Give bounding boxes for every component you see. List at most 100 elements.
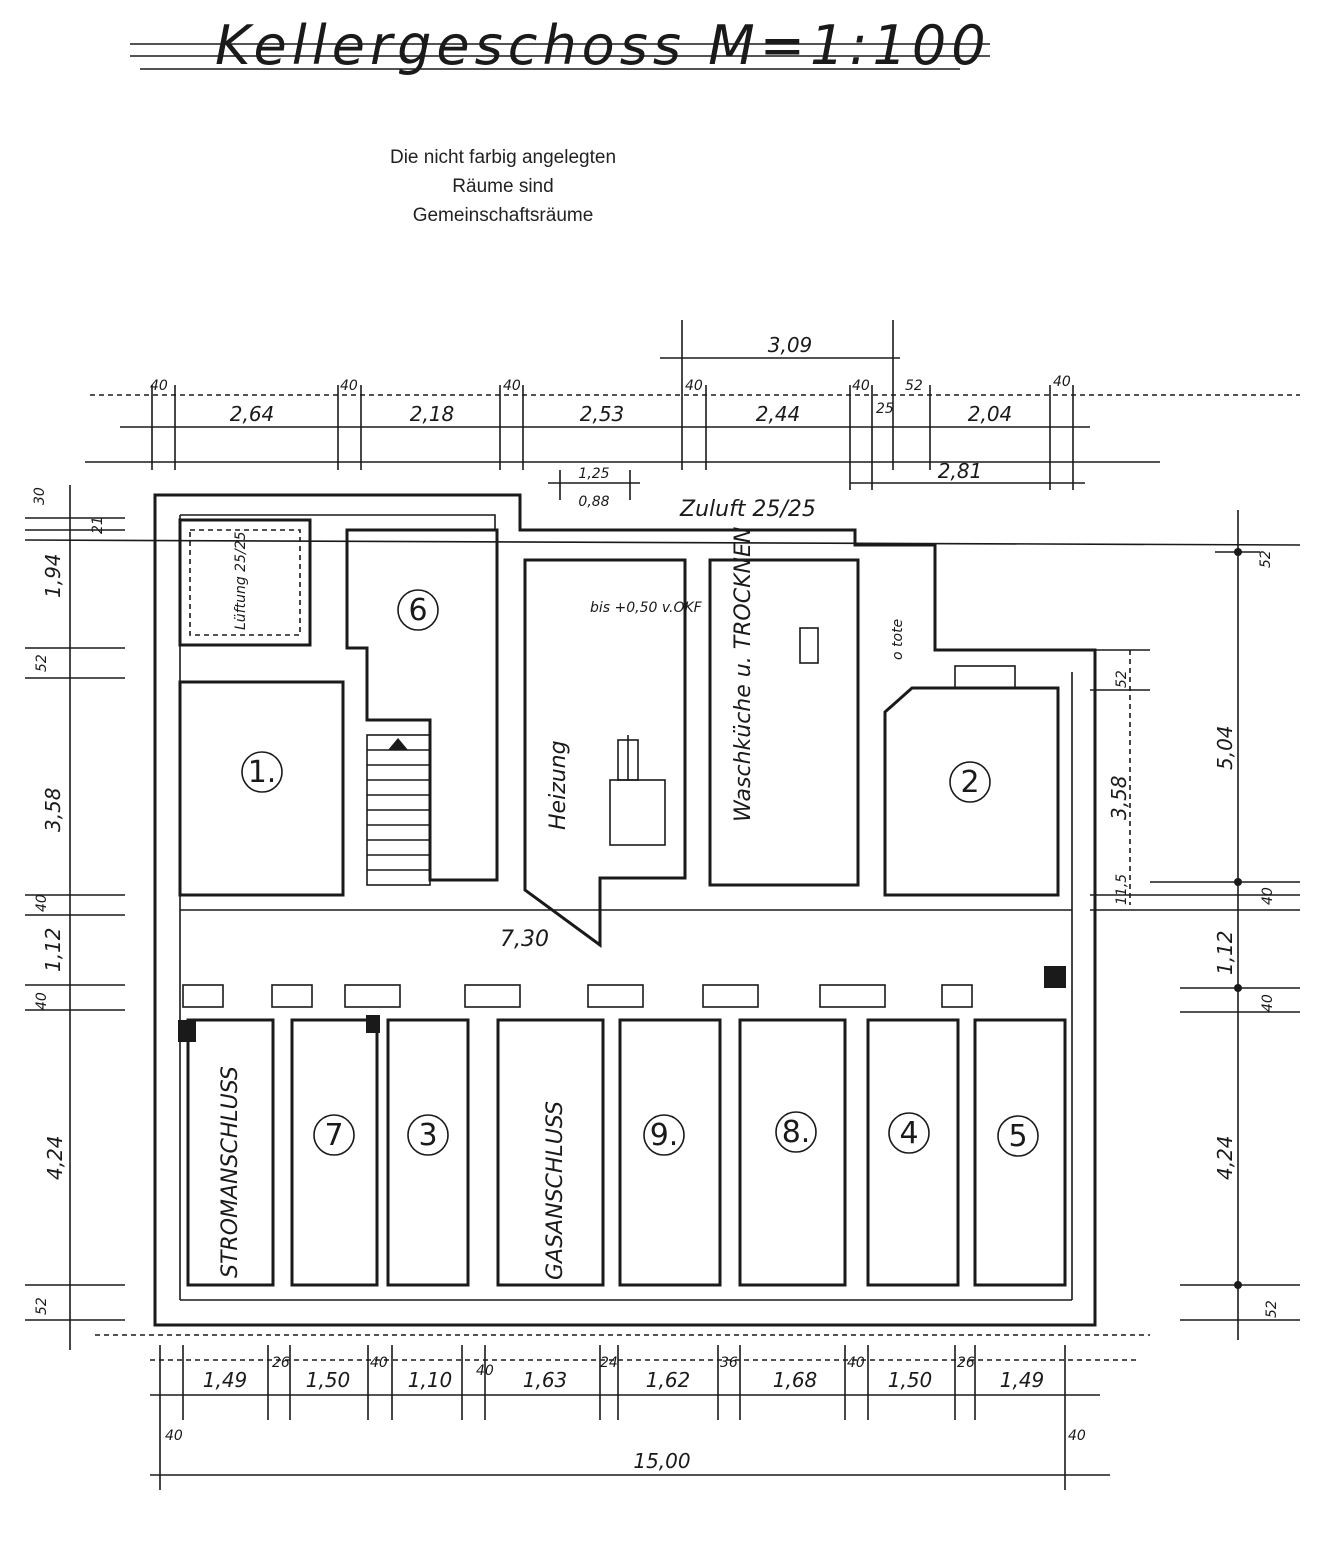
room-5-marker [997,1115,1039,1157]
dim-left-h: 40 [34,992,50,1010]
dim-top-wall-8: 25 [876,401,894,417]
staircase [366,734,431,886]
room-7-marker [313,1114,355,1156]
outer-walls [95,493,1150,1336]
room-1: 1. [178,680,345,897]
dim-right-f: 40 [1260,887,1276,905]
power-connection-label: STROMANSCHLUSS [218,1066,243,1278]
dim-bottom-wall-4: 24 [600,1355,618,1371]
left-dimension-chain: 30 21 1,94 52 3,58 40 1,12 40 4,24 52 [24,485,1301,1350]
dim-top-9: 0,88 [578,494,609,510]
dim-left-a: 30 [32,487,48,505]
room-3: 3 [366,1015,470,1287]
note-line-1: Die nicht farbig angelegten [390,147,616,168]
room-2-marker [949,761,991,803]
dim-top-1: 2,64 [230,402,275,426]
dim-top-4: 2,44 [756,402,801,426]
dim-left-e: 3,58 [41,787,65,832]
room-1-marker [241,751,283,793]
dim-top-8: 1,25 [578,466,609,482]
room-4-marker [888,1112,930,1154]
gasanschluss-cell: GASANSCHLUSS [496,1018,605,1287]
room-4: 4 [866,1018,960,1287]
room-3-number: 3 [418,1118,437,1153]
room-2: 2 [883,665,1060,897]
dim-bottom-wall-7: 26 [957,1355,975,1371]
dim-bottom-6: 1,68 [773,1368,818,1392]
dim-top-6: 3,09 [768,333,813,357]
dim-bottom-5: 1,62 [646,1368,691,1392]
dim-bottom-wall-8: 40 [165,1428,183,1444]
dim-bottom-wall-2: 40 [370,1355,388,1371]
room-7-number: 7 [324,1118,343,1153]
plan-title: Kellergeschoss M=1:100 [215,14,991,77]
room-9-marker [643,1114,685,1156]
dim-right-g: 1,12 [1213,930,1237,975]
room-8: 8. [738,1018,847,1287]
dim-right-b: 5,04 [1213,725,1237,770]
dim-top-wall-4: 40 [685,378,703,394]
room-1-number: 1. [248,755,277,790]
room-6: 6 [345,528,499,882]
dim-top-2: 2,18 [410,402,455,426]
dim-bottom-wall-5: 36 [720,1355,738,1371]
dim-bottom-1: 1,49 [203,1368,248,1392]
laundry-room: Waschküche u. TROCKNEN o tote [708,527,906,887]
dim-left-g: 1,12 [41,927,65,972]
room-5: 5 [973,966,1067,1287]
bottom-dimension-chain: 1,49 1,50 1,10 1,63 1,62 1,68 1,50 1,49 … [150,1345,1140,1490]
room-9: 9. [618,1018,722,1287]
dim-bottom-wall-9: 40 [1068,1428,1086,1444]
dim-top-wall-5: 40 [852,378,870,394]
note-line-3: Gemeinschaftsräume [413,205,594,226]
dim-right-h: 40 [1260,994,1276,1012]
dim-bottom-wall-6: 40 [847,1355,865,1371]
room-6-number: 6 [408,593,427,628]
dim-bottom-7: 1,50 [888,1368,933,1392]
right-dimension-chain: 52 5,04 52 3,58 11,5 40 1,12 40 4,24 52 [1090,510,1300,1340]
room-5-number: 5 [1008,1119,1027,1154]
dim-left-d: 52 [34,654,50,672]
dim-right-a: 52 [1258,550,1274,568]
dim-top-3: 2,53 [580,402,625,426]
ventilation-label: Lüftung 25/25 [233,531,249,630]
door-label: 7,30 [500,927,549,952]
dim-bottom-3: 1,10 [408,1368,453,1392]
dim-top-5: 2,04 [968,402,1013,426]
dim-left-f: 40 [34,894,50,912]
gas-connection-label: GASANSCHLUSS [543,1101,568,1280]
heating-room: Heizung bis +0,50 v.OKF [523,558,703,948]
room-8-marker [775,1111,817,1153]
dim-right-d: 3,58 [1107,775,1131,820]
dim-top-wall-2: 40 [340,378,358,394]
room-2-number: 2 [960,765,979,800]
dim-right-c: 52 [1114,670,1130,688]
room-3-marker [407,1114,449,1156]
laundry-label: Waschküche u. TROCKNEN [731,527,756,822]
dim-bottom-wall-3: 40 [476,1363,494,1379]
dim-left-j: 52 [34,1297,50,1315]
ventilation-shaft: Lüftung 25/25 [178,518,312,647]
dim-left-i: 4,24 [43,1135,67,1180]
dim-top-wall-6: 52 [905,378,923,394]
heating-label: Heizung [546,740,571,830]
dim-top-wall-7: 40 [1053,374,1071,390]
dim-top-wall-1: 40 [150,378,168,394]
dim-top-7: 2,81 [938,459,983,483]
room-8-number: 8. [782,1115,811,1150]
dim-top-wall-3: 40 [503,378,521,394]
dim-bottom-total: 15,00 [633,1449,690,1473]
dim-left-b: 21 [90,516,106,534]
dim-bottom-8: 1,49 [1000,1368,1045,1392]
room-7: 7 [290,1018,379,1287]
room-9-number: 9. [650,1118,679,1153]
dim-right-e: 11,5 [1114,874,1130,905]
dim-bottom-wall-1: 26 [272,1355,290,1371]
room-4-number: 4 [899,1116,918,1151]
top-dimension-chain: 40 40 40 40 40 52 40 25 2,64 2,18 2,53 2… [85,320,1300,510]
room-6-marker [397,589,439,631]
dim-left-c: 1,94 [41,553,65,598]
tote-label: o tote [890,619,906,660]
stromanschluss-cell: STROMANSCHLUSS [178,1018,275,1287]
